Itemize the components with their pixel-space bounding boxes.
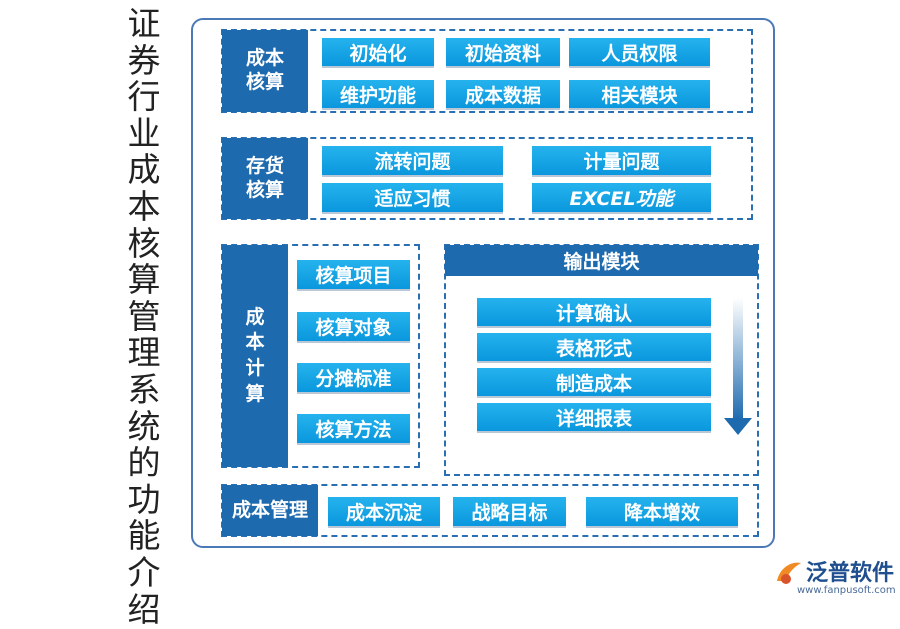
button-flow-issues[interactable]: 流转问题 [322, 146, 503, 175]
button-strategic-goals[interactable]: 战略目标 [453, 497, 566, 526]
button-label: 计算确认 [555, 302, 632, 325]
button-label: 表格形式 [555, 337, 632, 360]
button-label: 计量问题 [583, 151, 660, 173]
button-label: 人员权限 [601, 42, 678, 65]
button-excel-function[interactable]: EXCEL功能 [532, 183, 711, 212]
button-table-format[interactable]: 表格形式 [477, 333, 711, 361]
button-label: 战略目标 [471, 502, 548, 524]
button-user-permissions[interactable]: 人员权限 [569, 38, 710, 66]
company-logo: 泛普软件 www.fanpusoft.com [770, 555, 896, 597]
button-calc-confirm[interactable]: 计算确认 [477, 298, 711, 326]
button-label: 适应习惯 [374, 188, 451, 210]
button-adapt-habits[interactable]: 适应习惯 [322, 183, 503, 212]
section-label-cost-accounting: 成本 核算 [222, 30, 308, 112]
button-init-data[interactable]: 初始资料 [446, 38, 560, 66]
section-label-inventory-accounting: 存货 核算 [222, 138, 308, 219]
section-label-text: 成 本 计 算 [245, 305, 265, 405]
button-label: 核算方法 [315, 419, 392, 441]
button-detailed-report[interactable]: 详细报表 [477, 403, 711, 431]
button-label: 初始化 [349, 42, 407, 65]
button-label: 成本数据 [464, 84, 541, 107]
button-label: 制造成本 [555, 372, 632, 395]
button-label: 核算对象 [315, 317, 392, 339]
fanpu-logo-icon [777, 562, 801, 584]
button-label: 相关模块 [601, 84, 678, 107]
button-cost-precipitation[interactable]: 成本沉淀 [328, 497, 440, 526]
button-label: 分摊标准 [315, 368, 392, 390]
section-label-text: 成本管理 [231, 498, 308, 521]
button-label: 核算项目 [315, 265, 392, 287]
button-allocation-standard[interactable]: 分摊标准 [297, 363, 410, 392]
button-measurement-issues[interactable]: 计量问题 [532, 146, 711, 175]
down-arrow-icon [724, 298, 752, 435]
button-label: 成本沉淀 [345, 502, 422, 524]
button-accounting-objects[interactable]: 核算对象 [297, 312, 410, 341]
logo-url: www.fanpusoft.com [797, 585, 896, 596]
section-label-text: 存货 核算 [245, 154, 284, 201]
output-module-title: 输出模块 [563, 251, 640, 273]
button-label: 维护功能 [339, 84, 416, 107]
button-label: 初始资料 [464, 42, 541, 65]
button-label: 详细报表 [555, 407, 632, 430]
button-init[interactable]: 初始化 [322, 38, 434, 66]
button-related-modules[interactable]: 相关模块 [569, 80, 710, 108]
page-title: 证券行业成本核算管理系统的功能介绍 [127, 4, 161, 629]
button-accounting-methods[interactable]: 核算方法 [297, 414, 410, 443]
button-maintenance[interactable]: 维护功能 [322, 80, 434, 108]
button-label: 流转问题 [374, 151, 451, 173]
button-label: EXCEL功能 [569, 188, 674, 210]
button-cost-data[interactable]: 成本数据 [446, 80, 560, 108]
button-label: 降本增效 [623, 502, 700, 524]
section-label-cost-management: 成本管理 [222, 485, 318, 536]
section-label-cost-calculation: 成 本 计 算 [222, 245, 288, 467]
button-manufacturing-cost[interactable]: 制造成本 [477, 368, 711, 396]
output-module-header: 输出模块 [445, 245, 758, 276]
section-label-text: 成本 核算 [245, 47, 284, 93]
button-cost-reduction[interactable]: 降本增效 [586, 497, 738, 526]
button-accounting-items[interactable]: 核算项目 [297, 260, 410, 289]
logo-name: 泛普软件 [806, 561, 895, 586]
